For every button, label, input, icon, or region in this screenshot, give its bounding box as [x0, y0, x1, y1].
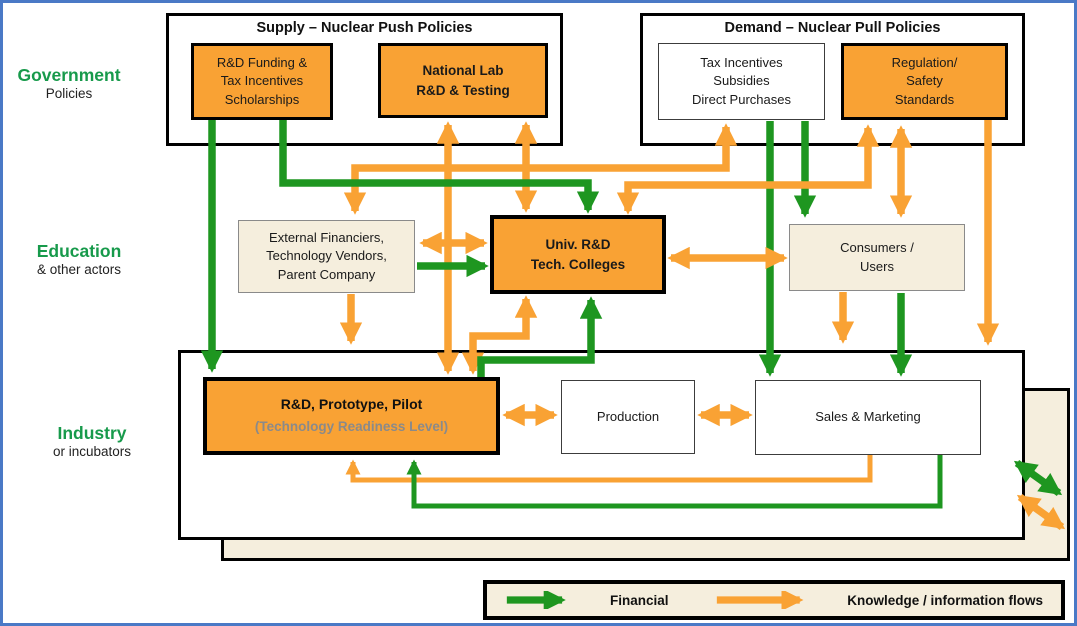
supply-title: Supply – Nuclear Push Policies [256, 20, 473, 36]
box-consumers: Consumers / Users [789, 224, 965, 291]
government-title: Government [17, 65, 121, 85]
row-label-government: Government Policies [3, 65, 135, 101]
financial-arrow-icon [506, 591, 566, 609]
rd-prototype-sublabel: (Technology Readiness Level) [254, 419, 449, 435]
industry-title: Industry [57, 423, 127, 443]
row-label-industry: Industry or incubators [18, 423, 166, 459]
legend-knowledge-label: Knowledge / information flows [847, 592, 1043, 608]
education-title: Education [36, 241, 122, 261]
knowledge-arrow-icon [716, 591, 803, 609]
government-subtitle: Policies [45, 86, 93, 102]
industry-subtitle: or incubators [52, 444, 132, 460]
rd-prototype-label: R&D, Prototype, Pilot [280, 396, 423, 413]
legend-financial-label: Financial [610, 592, 669, 608]
box-univ-rd: Univ. R&D Tech. Colleges [490, 215, 666, 294]
box-national-lab: National Lab R&D & Testing [378, 43, 548, 118]
box-tax-incentives: Tax Incentives Subsidies Direct Purchase… [658, 43, 825, 120]
demand-title: Demand – Nuclear Pull Policies [724, 20, 941, 36]
row-label-education: Education & other actors [3, 241, 155, 277]
box-production: Production [561, 380, 695, 454]
box-regulation: Regulation/ Safety Standards [841, 43, 1008, 120]
box-external-financiers: External Financiers, Technology Vendors,… [238, 220, 415, 293]
box-rd-prototype: R&D, Prototype, Pilot (Technology Readin… [203, 377, 500, 455]
education-subtitle: & other actors [36, 262, 122, 278]
box-rd-funding: R&D Funding & Tax Incentives Scholarship… [191, 43, 333, 120]
box-sales-marketing: Sales & Marketing [755, 380, 981, 455]
legend: Financial Knowledge / information flows [483, 580, 1065, 620]
